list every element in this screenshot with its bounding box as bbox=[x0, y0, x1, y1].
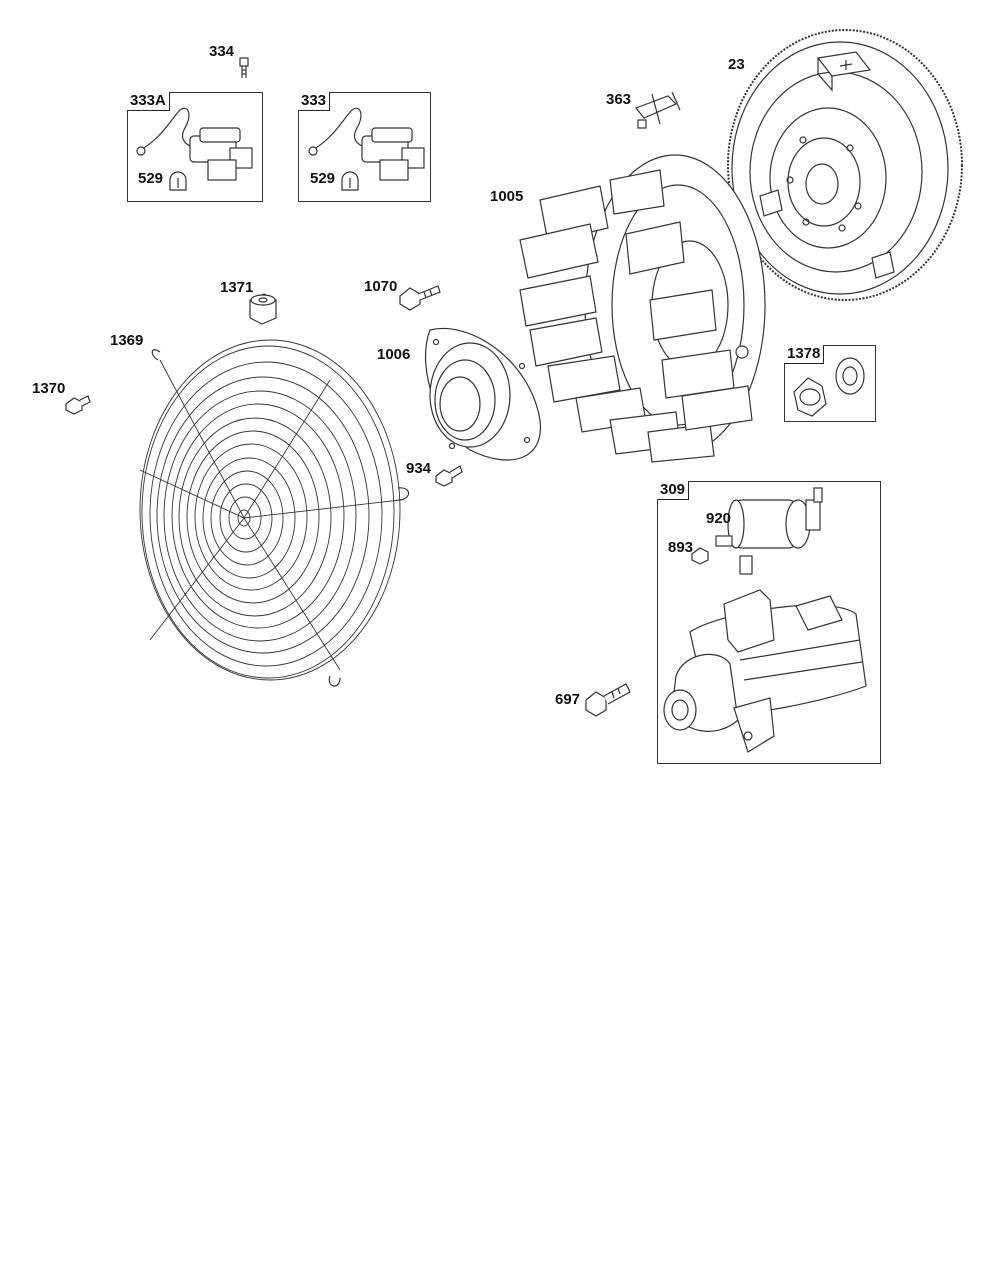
label-893: 893 bbox=[668, 539, 694, 556]
fan-1005-part bbox=[519, 154, 766, 463]
label-1371: 1371 bbox=[220, 279, 254, 296]
label-1005: 1005 bbox=[490, 188, 524, 205]
frame-1378 bbox=[784, 345, 876, 422]
label-333a: 333A bbox=[127, 92, 170, 111]
bolt-1070-part bbox=[399, 285, 441, 311]
screw-334-part bbox=[239, 57, 249, 78]
label-1070: 1070 bbox=[364, 278, 398, 295]
solenoid-920-part bbox=[715, 487, 823, 575]
label-363: 363 bbox=[606, 91, 632, 108]
bolt-697-part bbox=[585, 683, 631, 717]
label-1369: 1369 bbox=[110, 332, 144, 349]
starter-motor-part bbox=[663, 589, 867, 753]
label-920: 920 bbox=[706, 510, 732, 527]
label-1370: 1370 bbox=[32, 380, 66, 397]
label-334: 334 bbox=[209, 43, 235, 60]
frame-309 bbox=[657, 481, 881, 764]
ignition-coil-333a-part bbox=[136, 107, 253, 191]
ignition-coil-333-part bbox=[308, 107, 425, 191]
label-529-a: 529 bbox=[138, 170, 164, 187]
plate-1006-part bbox=[425, 328, 542, 461]
flywheel-23-part bbox=[727, 29, 963, 301]
terminal-nut-893-part bbox=[691, 547, 709, 565]
nut-washer-1378-part bbox=[793, 357, 865, 417]
label-1006: 1006 bbox=[377, 346, 411, 363]
spacer-1371-part bbox=[249, 293, 277, 325]
bolt-934-part bbox=[435, 465, 463, 487]
label-309: 309 bbox=[657, 481, 690, 500]
label-1378: 1378 bbox=[784, 345, 825, 364]
frame-333 bbox=[298, 92, 431, 202]
label-333: 333 bbox=[298, 92, 331, 111]
label-23: 23 bbox=[728, 56, 745, 73]
label-529-b: 529 bbox=[310, 170, 336, 187]
label-697: 697 bbox=[555, 691, 581, 708]
label-934: 934 bbox=[406, 460, 432, 477]
clip-363-part bbox=[635, 91, 681, 129]
bolt-1370-part bbox=[65, 395, 91, 415]
frame-333a bbox=[127, 92, 263, 202]
grill-1369-part bbox=[139, 339, 410, 687]
